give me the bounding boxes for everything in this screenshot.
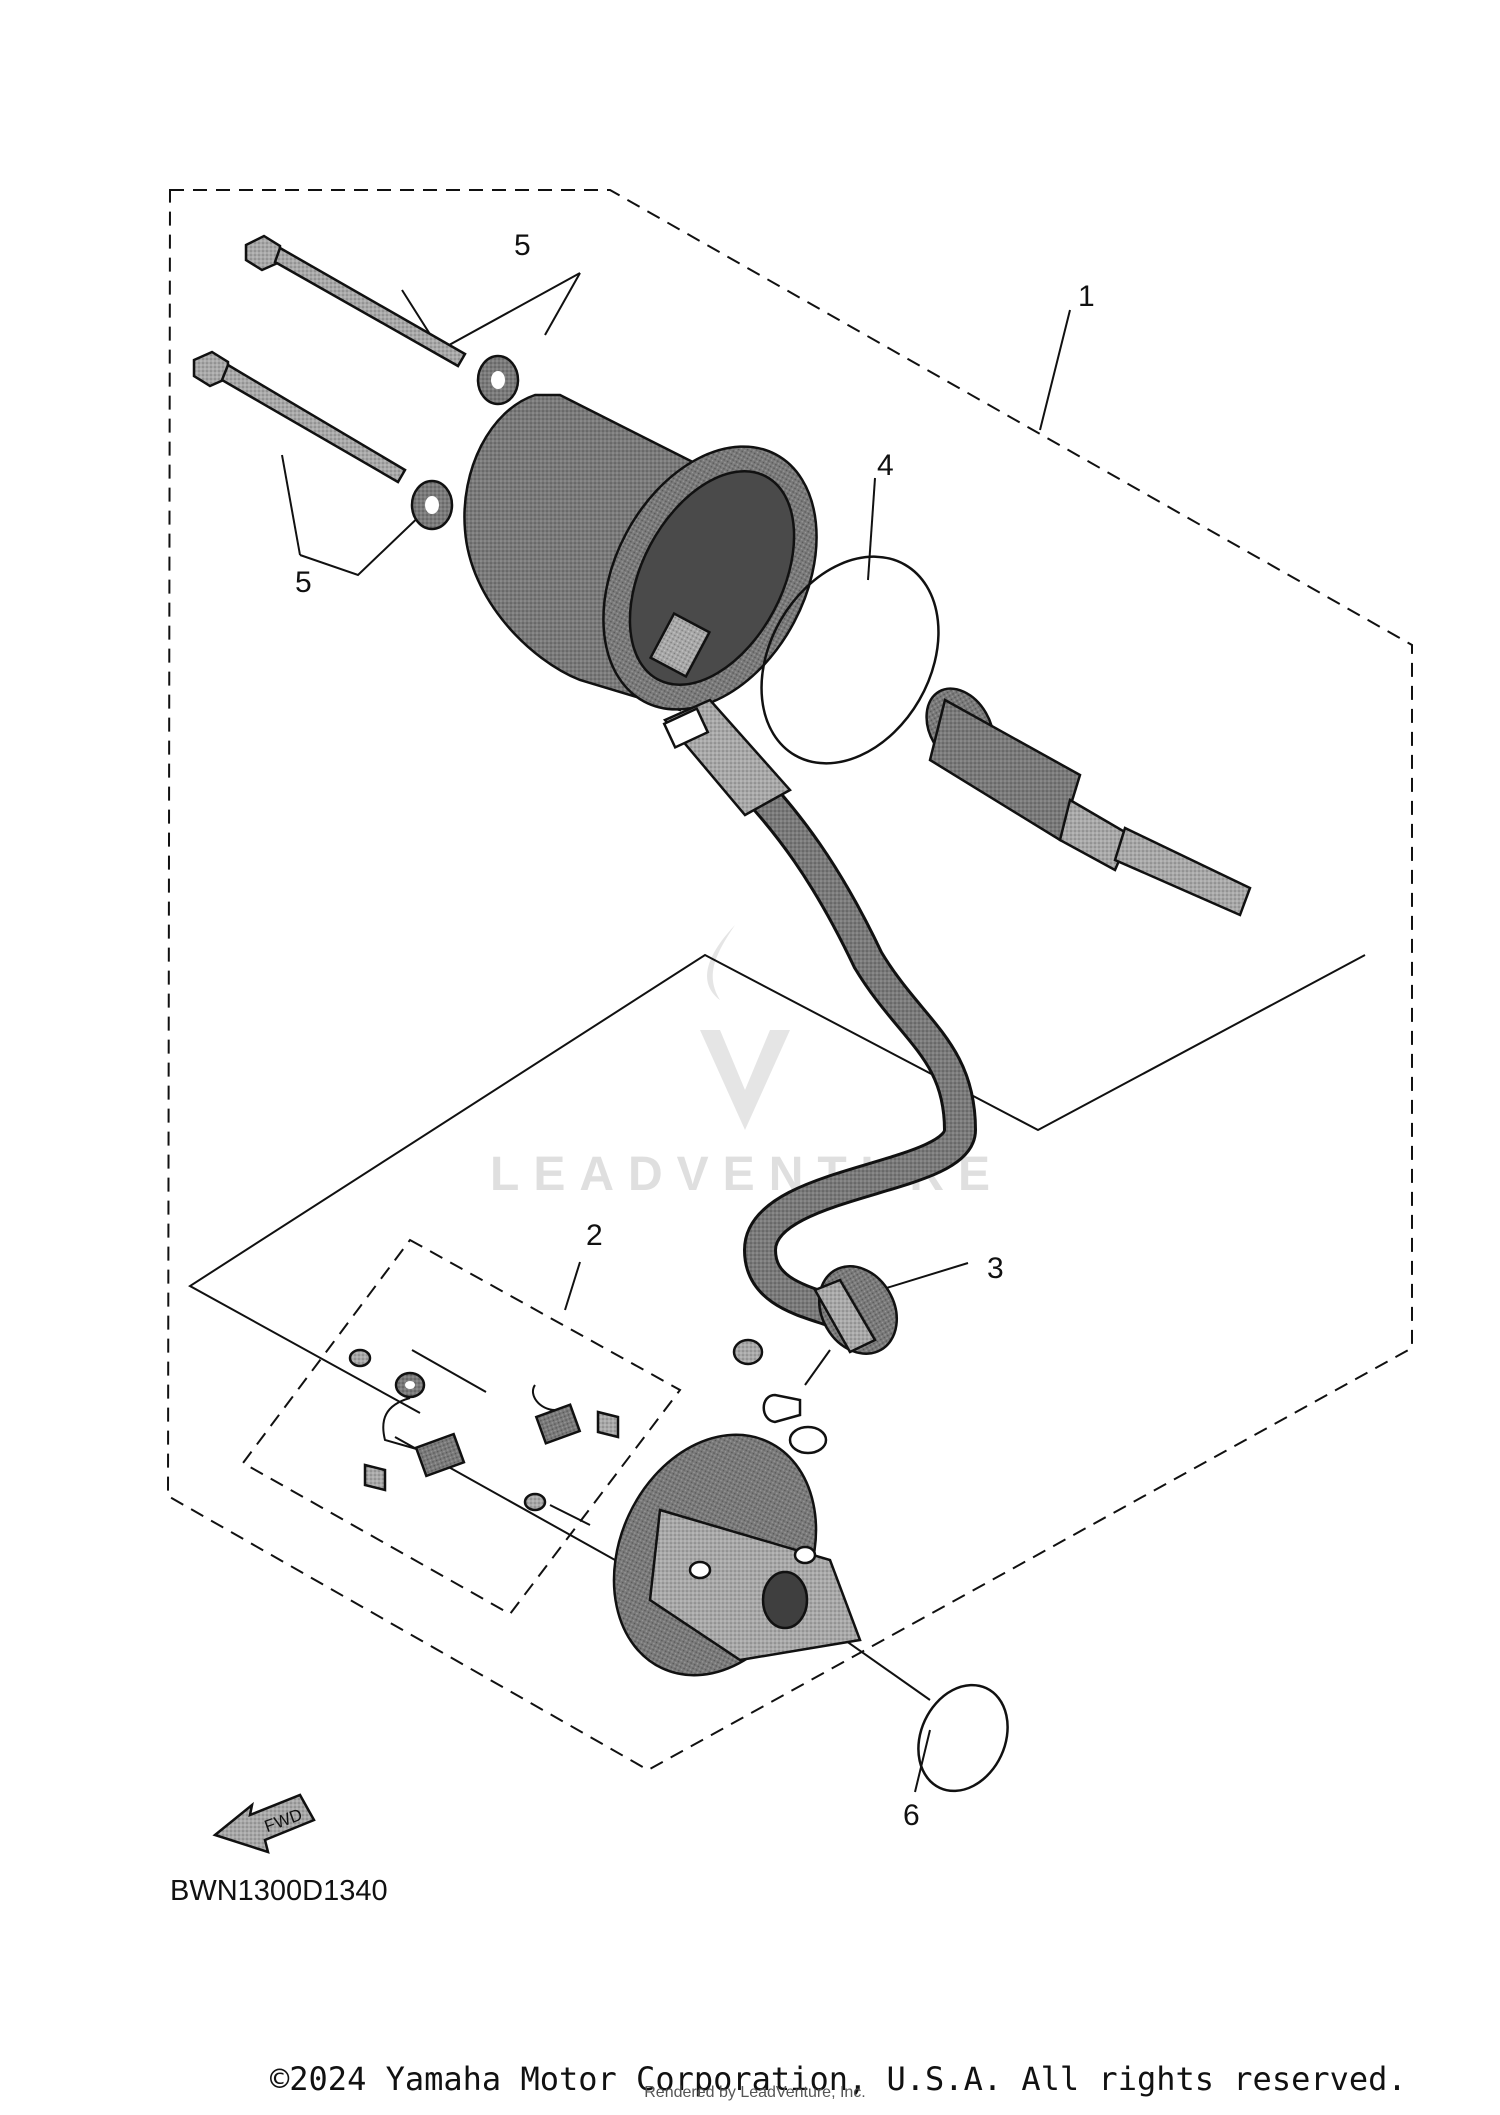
- watermark-rendered-by: Rendered by LeadVenture, Inc.: [644, 2084, 866, 2101]
- armature: [925, 687, 1252, 917]
- callout-6: 6: [903, 1799, 920, 1832]
- copyright-notice: ©2024 Yamaha Motor Corporation, U.S.A. A…: [270, 2060, 1407, 2098]
- callout-4: 4: [877, 449, 894, 482]
- drawing-id: BWN1300D1340: [170, 1875, 388, 1907]
- callout-5-lower: 5: [295, 566, 312, 599]
- washer-upper: [476, 354, 520, 406]
- callout-1: 1: [1078, 280, 1095, 313]
- o-ring-small: [917, 1683, 1009, 1793]
- brush-components: [348, 1348, 620, 1512]
- motor-yoke: [463, 393, 818, 712]
- callout-5-upper: 5: [514, 229, 531, 262]
- brush-set-boundary: [241, 1238, 682, 1616]
- callout-3: 3: [987, 1252, 1004, 1285]
- fwd-arrow-icon: FWD: [212, 1793, 316, 1854]
- callout-2: 2: [586, 1219, 603, 1252]
- bolt-lower: [192, 350, 407, 484]
- assembly-boundary: [166, 189, 1413, 1772]
- bolt-upper: [244, 234, 467, 368]
- end-cover: [612, 1433, 862, 1677]
- o-ring-large: [760, 555, 940, 765]
- terminal-hardware: [732, 1338, 828, 1455]
- lead-wire: [662, 698, 978, 1386]
- washer-lower: [410, 479, 454, 531]
